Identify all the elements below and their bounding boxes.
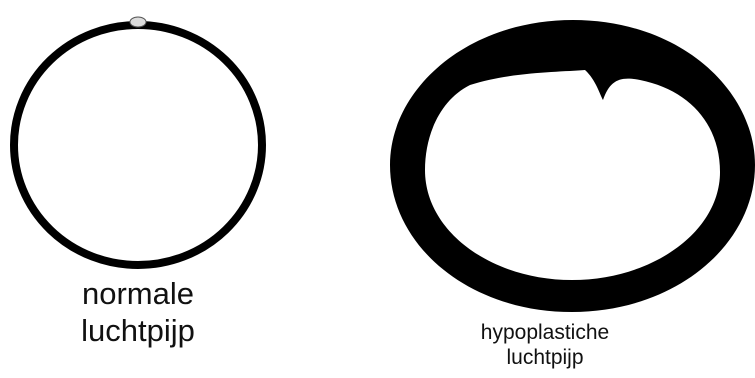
- normal-trachea-illustration: [14, 17, 262, 265]
- normal-trachea-label-line1: normale: [40, 276, 236, 313]
- hypoplastic-trachea-illustration: [390, 20, 755, 312]
- hypoplastic-trachea-label-line2: luchtpijp: [440, 346, 650, 371]
- normal-trachea-label: normale luchtpijp: [40, 276, 236, 349]
- normal-trachea-label-line2: luchtpijp: [40, 313, 236, 350]
- normal-trachea-ring: [14, 25, 262, 265]
- hypoplastic-trachea-label: hypoplastiche luchtpijp: [440, 321, 650, 371]
- hypoplastic-trachea-ring: [390, 20, 755, 312]
- hypoplastic-trachea-label-line1: hypoplastiche: [440, 321, 650, 346]
- normal-trachea-notch: [130, 17, 146, 27]
